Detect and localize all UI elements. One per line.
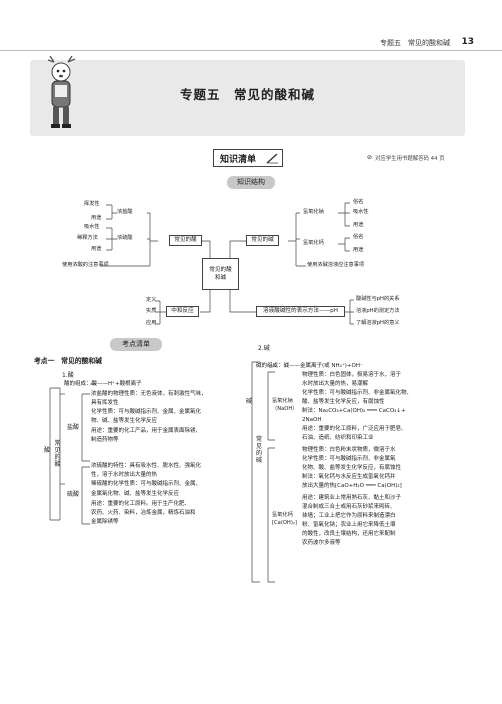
- base-line-3: 化学性质：可与酸碱指示剂、非金属氧化物、: [302, 390, 413, 396]
- acid-line-9: 稀硫酸的化学性质：可与酸碱指示剂、金属、: [91, 481, 202, 487]
- running-head: 专题五 常见的酸和碱 13: [0, 37, 502, 51]
- key-points-label: 考点清单: [122, 340, 150, 348]
- map-h2so4: 浓硫酸: [117, 235, 133, 241]
- map-neutral-item-1: 实质: [146, 308, 157, 314]
- acid-line-13: 金属除锈等: [91, 519, 119, 525]
- map-node-base: 常见的碱: [246, 235, 279, 246]
- map-acid-item-2: 吸水性: [84, 224, 100, 230]
- acid-line-1: 浓盐酸的物理性质：无色液体，有刺激性气味，: [91, 391, 207, 397]
- map-acid-item-3: 稀释方法: [77, 235, 98, 241]
- base-line-15: 混合制成三合土或用石灰砂浆来砌砖、: [302, 504, 396, 510]
- map-ph-item-0: 酸碱性与pH的关系: [356, 296, 400, 302]
- map-base-item-5: 使用浓碱溶液应注意事项: [307, 262, 365, 268]
- base-line-6: 2NaOH: [302, 417, 322, 423]
- acid-line-7: 浓硫酸的特性：具有吸水性、脱水性、强氧化: [91, 463, 202, 469]
- map-acid-item-5: 使用浓酸的注意事项: [62, 262, 109, 268]
- knowledge-structure-label: 知识结构: [237, 178, 265, 186]
- acid-line-6: 制造药物等: [91, 437, 119, 443]
- base-line-16: 抹墙；工业上把它作为原料来制造漂白: [302, 513, 396, 519]
- key-point-title: 考点一 常见的酸和碱: [34, 357, 102, 365]
- base-line-19: 农药波尔多液等: [302, 540, 341, 546]
- knowledge-list-badge: 知识清单: [213, 149, 283, 167]
- map-base-item-4: 用途: [353, 247, 364, 253]
- map-node-acid: 常见的酸: [169, 235, 202, 246]
- acid-side-label: 酸: [43, 447, 50, 454]
- acid-subtitle: 1.酸: [62, 372, 74, 379]
- base-line-0: 碱的组成：碱——金属离子(或 NH₄⁺)+OH⁻: [256, 363, 363, 369]
- map-hcl: 浓盐酸: [117, 209, 133, 215]
- base-line-4: 酸、盐等发生化学反应，有腐蚀性: [302, 399, 385, 405]
- naoh-side-name: 氢氧化钠: [272, 398, 293, 404]
- map-center-node: 常见的酸 和碱: [202, 258, 239, 290]
- hcl-side-label: 盐酸: [66, 424, 79, 431]
- running-head-title: 专题五 常见的酸和碱: [380, 39, 450, 47]
- map-base-item-0: 俗名: [353, 199, 364, 205]
- common-acid-side-label: 常见的酸: [54, 440, 61, 468]
- base-line-5: 制法：Na₂CO₃+Ca(OH)₂ ═══ CaCO₃↓+: [302, 408, 406, 414]
- map-acid-item-0: 挥发性: [84, 201, 100, 207]
- map-caoh: 氢氧化钙: [303, 240, 324, 246]
- map-neutral-item-0: 定义: [146, 297, 157, 303]
- base-side-label: 碱: [245, 398, 252, 405]
- acid-line-11: 用途：重要的化工原料。用于生产化肥、: [91, 501, 191, 507]
- base-line-12: 制法：氧化钙与水反应生成氢氧化钙并: [302, 474, 396, 480]
- chapter-title: 专题五 常见的酸和碱: [179, 87, 315, 102]
- acid-line-3: 化学性质：可与酸碱指示剂、金属、金属氧化: [91, 409, 202, 415]
- acid-line-8: 性，溶于水时放出大量的热: [91, 472, 158, 478]
- acid-line-2: 具有挥发性: [91, 400, 119, 406]
- map-base-item-3: 俗名: [353, 234, 364, 240]
- base-line-10: 化学性质：可与酸碱指示剂、非金属氧: [302, 456, 396, 462]
- base-line-9: 物理性质：白色粉末状物质，微溶于水: [302, 447, 396, 453]
- deer-mascot-icon: [47, 56, 76, 128]
- acid-line-4: 物、碱、盐等发生化学反应: [91, 418, 158, 424]
- base-line-1: 物理性质：白色固体，极易溶于水，溶于: [302, 372, 402, 378]
- map-node-ph: 溶液酸碱性的表示方法——pH: [256, 306, 345, 317]
- knowledge-list-label: 知识清单: [220, 155, 257, 165]
- map-node-neutralization: 中和反应: [166, 306, 199, 317]
- map-base-item-2: 用途: [353, 222, 364, 228]
- header-rule: [0, 50, 502, 51]
- acid-line-12: 农药、火药、染料，冶炼金属，精炼石油和: [91, 510, 196, 516]
- caoh-side-formula: [Ca(OH)₂]: [272, 520, 297, 526]
- map-ph-item-2: 了解溶液pH的意义: [356, 320, 400, 326]
- base-line-8: 石油、造纸、纺织和印染工业: [302, 435, 374, 441]
- acid-line-10: 金属氧化物、碱、盐等发生化学反应: [91, 491, 180, 497]
- map-acid-item-1: 用途: [91, 215, 102, 221]
- map-neutral-item-2: 应用: [146, 320, 157, 326]
- knowledge-structure-tab: 知识结构: [227, 176, 275, 189]
- naoh-side-formula: （NaOH）: [272, 406, 298, 412]
- base-subtitle: 2.碱: [258, 345, 270, 352]
- key-points-tab: 考点清单: [110, 338, 162, 351]
- map-base-item-1: 吸水性: [353, 209, 369, 215]
- pencil-icon: [266, 153, 278, 164]
- map-ph-item-1: 溶液pH的测定方法: [356, 308, 400, 314]
- base-line-2: 水时放出大量的热，易潮解: [302, 381, 369, 387]
- acid-line-0: 酸的组成：酸——H⁺+酸根离子: [64, 381, 142, 387]
- base-line-7: 用途：重要的化工原料，广泛应用于肥皂、: [302, 426, 407, 432]
- base-line-13: 放出大量的热[CaO+H₂O ═══ Ca(OH)₂]: [302, 483, 402, 489]
- note-icon: ⊘: [367, 154, 373, 161]
- map-acid-item-4: 用途: [91, 246, 102, 252]
- acid-line-5: 用途：重要的化工产品，用于金属表面除锈、: [91, 428, 202, 434]
- common-base-side-label: 常见的碱: [255, 436, 262, 464]
- reference-note: 对应学生用书题解答码 44 页: [375, 156, 445, 162]
- base-line-11: 化物、酸、盐等发生化学反应，有腐蚀性: [302, 465, 402, 471]
- page-number: 13: [461, 37, 474, 47]
- base-line-14: 用途：建筑业上常用熟石灰、黏土和沙子: [302, 495, 402, 501]
- h2so4-side-label: 硫酸: [66, 491, 79, 498]
- map-naoh: 氢氧化钠: [303, 209, 324, 215]
- caoh-side-name: 氢氧化钙: [272, 512, 293, 518]
- chapter-banner: 专题五 常见的酸和碱: [30, 56, 465, 136]
- base-line-18: 的酸性，改良土壤结构，还用它来配制: [302, 531, 396, 537]
- base-line-17: 粉、氢氧化钠；农业上用它来降低土壤: [302, 522, 396, 528]
